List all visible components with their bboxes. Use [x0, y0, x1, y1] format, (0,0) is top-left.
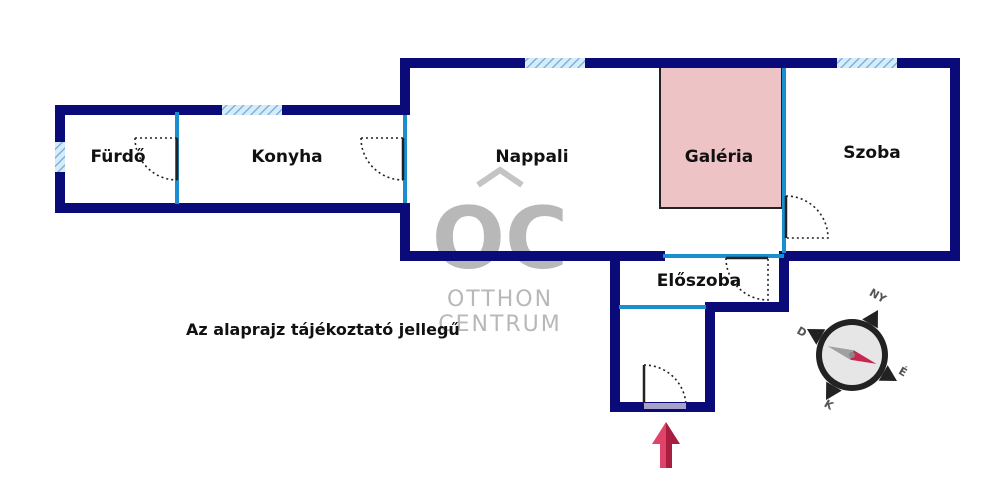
window-furdo [55, 142, 65, 172]
partition-walls [175, 68, 786, 309]
logo-monogram: OC [432, 189, 568, 289]
door-eloszoba [725, 256, 769, 301]
windows [55, 58, 897, 172]
logo-line2: CENTRUM [438, 312, 562, 337]
window-nappali [525, 58, 585, 68]
window-szoba [837, 58, 897, 68]
window-konyha [222, 105, 282, 115]
gallery-floor [660, 63, 782, 208]
room-label-furdo: Fürdő [90, 147, 146, 167]
room-label-szoba: Szoba [843, 143, 901, 163]
door-entrance [642, 364, 687, 406]
door-furdo [134, 137, 179, 181]
room-label-konyha: Konyha [251, 147, 323, 167]
door-szoba [784, 195, 829, 239]
compass-west: D [795, 324, 809, 340]
doors [134, 137, 829, 406]
room-label-eloszoba: Előszoba [656, 271, 742, 291]
entry-arrow [652, 422, 680, 468]
compass: NY É K D [795, 286, 910, 413]
compass-north: NY [867, 286, 889, 306]
compass-east: É [896, 364, 909, 379]
compass-south: K [822, 397, 836, 413]
logo-line1: OTTHON [447, 287, 553, 312]
disclaimer-note: Az alaprajz tájékoztató jellegű [186, 320, 460, 339]
entrance-threshold [644, 403, 686, 409]
room-label-nappali: Nappali [495, 147, 569, 167]
door-konyha [360, 137, 405, 181]
room-label-galeria: Galéria [684, 147, 754, 167]
otthon-centrum-logo: OC OTTHON CENTRUM [432, 166, 568, 337]
